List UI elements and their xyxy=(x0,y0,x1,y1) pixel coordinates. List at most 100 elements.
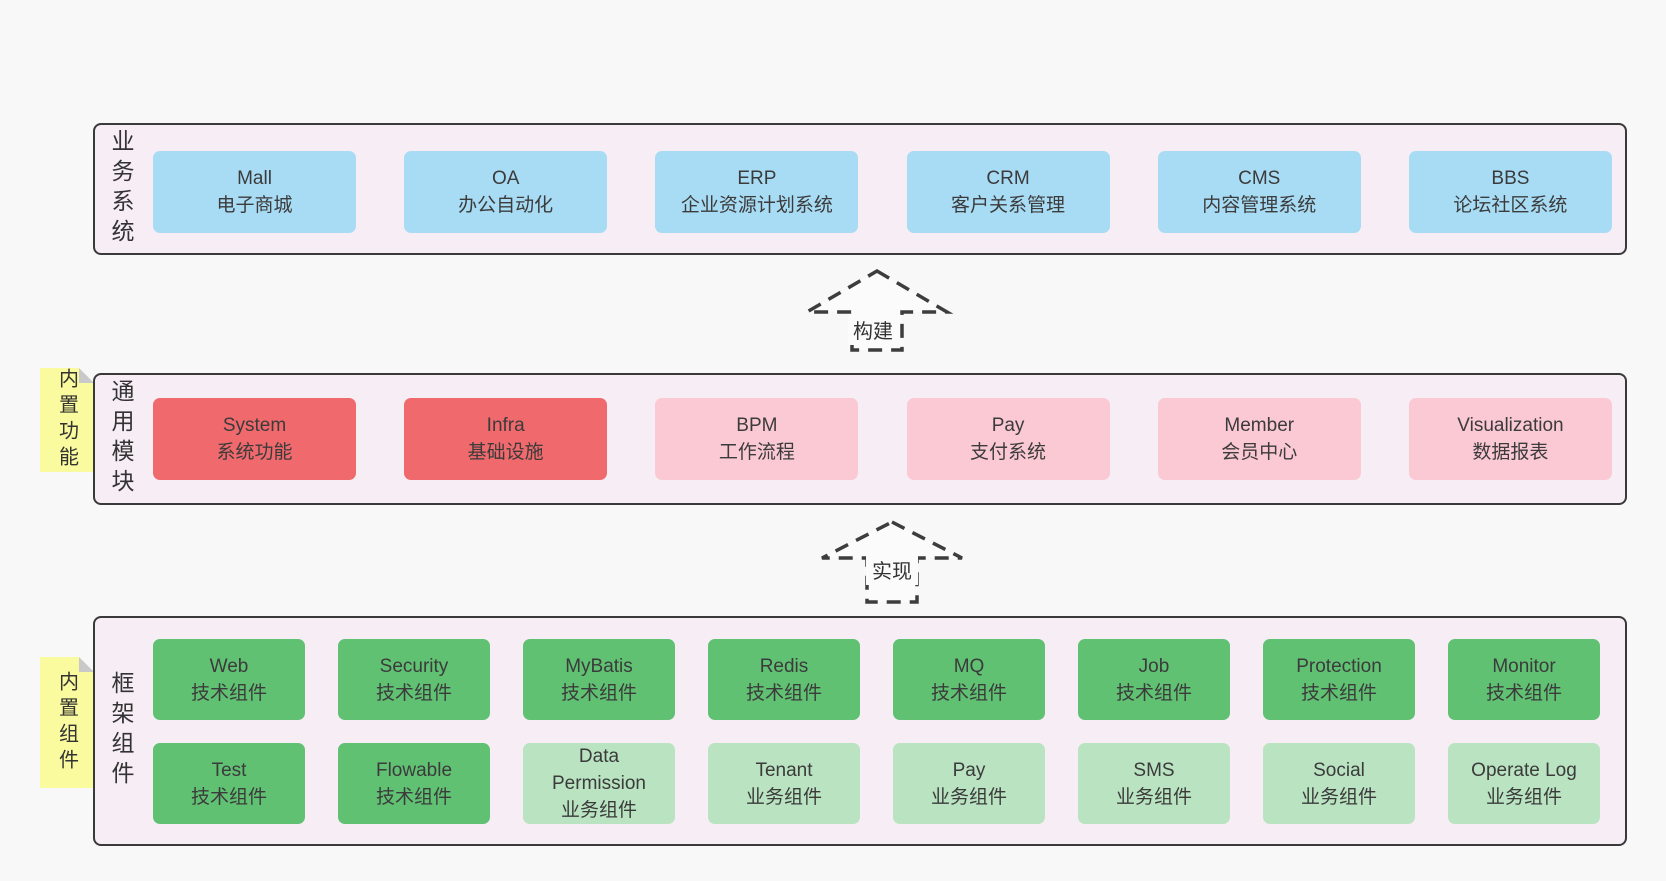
box-flowable: Flowable 技术组件 xyxy=(338,743,490,824)
box-member: Member 会员中心 xyxy=(1157,398,1361,480)
box-subtitle: 技术组件 xyxy=(745,682,822,704)
box-title: Visualization xyxy=(1457,415,1564,436)
box-title: Data Permission xyxy=(552,746,646,794)
box-bpm: BPM 工作流程 xyxy=(655,398,859,480)
build-arrow-label: 构建 xyxy=(848,314,898,345)
box-title: Member xyxy=(1224,415,1295,436)
sticky-note-label: 内置组件 xyxy=(55,670,78,775)
box-subtitle: 技术组件 xyxy=(1485,682,1562,704)
box-title: Redis xyxy=(759,655,809,677)
box-title: Social xyxy=(1313,759,1365,781)
box-mall: Mall 电子商城 xyxy=(153,151,356,233)
box-title: Flowable xyxy=(375,759,453,781)
box-infra: Infra 基础设施 xyxy=(404,398,608,480)
layer-label-framework-components: 框架组件 xyxy=(108,671,134,791)
box-title: Test xyxy=(211,759,247,781)
box-subtitle: 技术组件 xyxy=(375,786,452,808)
box-mybatis: MyBatis 技术组件 xyxy=(523,639,675,720)
components-box-row-1: Web 技术组件 Security 技术组件 MyBatis 技术组件 Redi… xyxy=(153,639,1600,720)
box-title: MyBatis xyxy=(565,655,633,677)
implement-arrow-label: 实现 xyxy=(866,554,918,585)
box-title: Security xyxy=(379,655,449,677)
box-title: Protection xyxy=(1296,655,1382,677)
box-subtitle: 技术组件 xyxy=(1115,682,1192,704)
components-box-row-2: Test 技术组件 Flowable 技术组件 Data Permission … xyxy=(153,743,1600,824)
layer-framework-components: 框架组件 Web 技术组件 Security 技术组件 MyBatis 技术组件… xyxy=(93,616,1627,846)
box-subtitle: 技术组件 xyxy=(190,786,267,808)
box-operate-log: Operate Log 业务组件 xyxy=(1448,743,1600,824)
box-social: Social 业务组件 xyxy=(1263,743,1415,824)
box-redis: Redis 技术组件 xyxy=(708,639,860,720)
box-subtitle: 企业资源计划系统 xyxy=(680,195,833,216)
box-protection: Protection 技术组件 xyxy=(1263,639,1415,720)
box-title: BPM xyxy=(736,415,778,436)
box-title: Infra xyxy=(486,415,525,436)
box-oa: OA 办公自动化 xyxy=(404,151,608,233)
box-visualization: Visualization 数据报表 xyxy=(1408,398,1612,480)
box-test: Test 技术组件 xyxy=(153,743,305,824)
box-subtitle: 技术组件 xyxy=(560,682,637,704)
box-title: MQ xyxy=(953,655,985,677)
sticky-note-built-in-components: 内置组件 xyxy=(40,657,94,788)
box-system: System 系统功能 xyxy=(153,398,356,480)
layer-label-common-modules: 通用模块 xyxy=(108,379,134,499)
box-title: CRM xyxy=(986,168,1030,189)
box-monitor: Monitor 技术组件 xyxy=(1448,639,1600,720)
box-security: Security 技术组件 xyxy=(338,639,490,720)
box-job: Job 技术组件 xyxy=(1078,639,1230,720)
sticky-note-built-in-functions: 内置功能 xyxy=(40,368,94,472)
layer-common-modules: 通用模块 System 系统功能 Infra 基础设施 BPM 工作流程 Pay… xyxy=(93,373,1627,505)
box-subtitle: 电子商城 xyxy=(216,195,293,216)
box-subtitle: 数据报表 xyxy=(1472,442,1549,463)
box-subtitle: 业务组件 xyxy=(1115,786,1192,808)
box-pay: Pay 支付系统 xyxy=(906,398,1110,480)
box-subtitle: 业务组件 xyxy=(745,786,822,808)
box-title: Pay xyxy=(952,759,986,781)
box-subtitle: 业务组件 xyxy=(560,800,637,821)
box-web: Web 技术组件 xyxy=(153,639,305,720)
box-title: BBS xyxy=(1491,168,1530,189)
box-subtitle: 基础设施 xyxy=(467,442,544,463)
box-subtitle: 技术组件 xyxy=(1300,682,1377,704)
box-subtitle: 技术组件 xyxy=(375,682,452,704)
business-box-row: Mall 电子商城 OA 办公自动化 ERP 企业资源计划系统 CRM 客户关系… xyxy=(153,151,1612,233)
box-erp: ERP 企业资源计划系统 xyxy=(655,151,859,233)
box-title: Job xyxy=(1138,655,1170,677)
box-subtitle: 会员中心 xyxy=(1221,442,1298,463)
box-subtitle: 内容管理系统 xyxy=(1202,195,1317,216)
build-arrow-icon xyxy=(800,268,954,352)
box-subtitle: 系统功能 xyxy=(216,442,293,463)
box-crm: CRM 客户关系管理 xyxy=(906,151,1110,233)
box-title: OA xyxy=(491,168,520,189)
box-subtitle: 技术组件 xyxy=(930,682,1007,704)
box-subtitle: 业务组件 xyxy=(1485,786,1562,808)
box-subtitle: 客户关系管理 xyxy=(951,195,1066,216)
box-title: ERP xyxy=(737,168,777,189)
box-bbs: BBS 论坛社区系统 xyxy=(1408,151,1612,233)
box-subtitle: 技术组件 xyxy=(190,682,267,704)
box-subtitle: 办公自动化 xyxy=(458,195,554,216)
box-title: Tenant xyxy=(755,759,813,781)
layer-label-business-systems: 业务系统 xyxy=(108,129,134,249)
box-title: SMS xyxy=(1133,759,1175,781)
box-sms: SMS 业务组件 xyxy=(1078,743,1230,824)
sticky-note-label: 内置功能 xyxy=(55,368,78,472)
modules-box-row: System 系统功能 Infra 基础设施 BPM 工作流程 Pay 支付系统… xyxy=(153,398,1612,480)
box-tenant: Tenant 业务组件 xyxy=(708,743,860,824)
layer-business-systems: 业务系统 Mall 电子商城 OA 办公自动化 ERP 企业资源计划系统 CRM… xyxy=(93,123,1627,255)
box-subtitle: 业务组件 xyxy=(930,786,1007,808)
box-subtitle: 论坛社区系统 xyxy=(1453,195,1568,216)
box-title: Mall xyxy=(237,168,272,189)
box-title: Monitor xyxy=(1492,655,1556,677)
box-subtitle: 支付系统 xyxy=(970,442,1047,463)
box-title: System xyxy=(222,415,287,436)
box-pay-business: Pay 业务组件 xyxy=(893,743,1045,824)
box-title: Operate Log xyxy=(1471,759,1577,781)
box-subtitle: 工作流程 xyxy=(718,442,795,463)
box-data-permission: Data Permission 业务组件 xyxy=(523,743,675,824)
box-subtitle: 业务组件 xyxy=(1300,786,1377,808)
box-cms: CMS 内容管理系统 xyxy=(1157,151,1361,233)
box-title: Web xyxy=(209,655,249,677)
box-mq: MQ 技术组件 xyxy=(893,639,1045,720)
